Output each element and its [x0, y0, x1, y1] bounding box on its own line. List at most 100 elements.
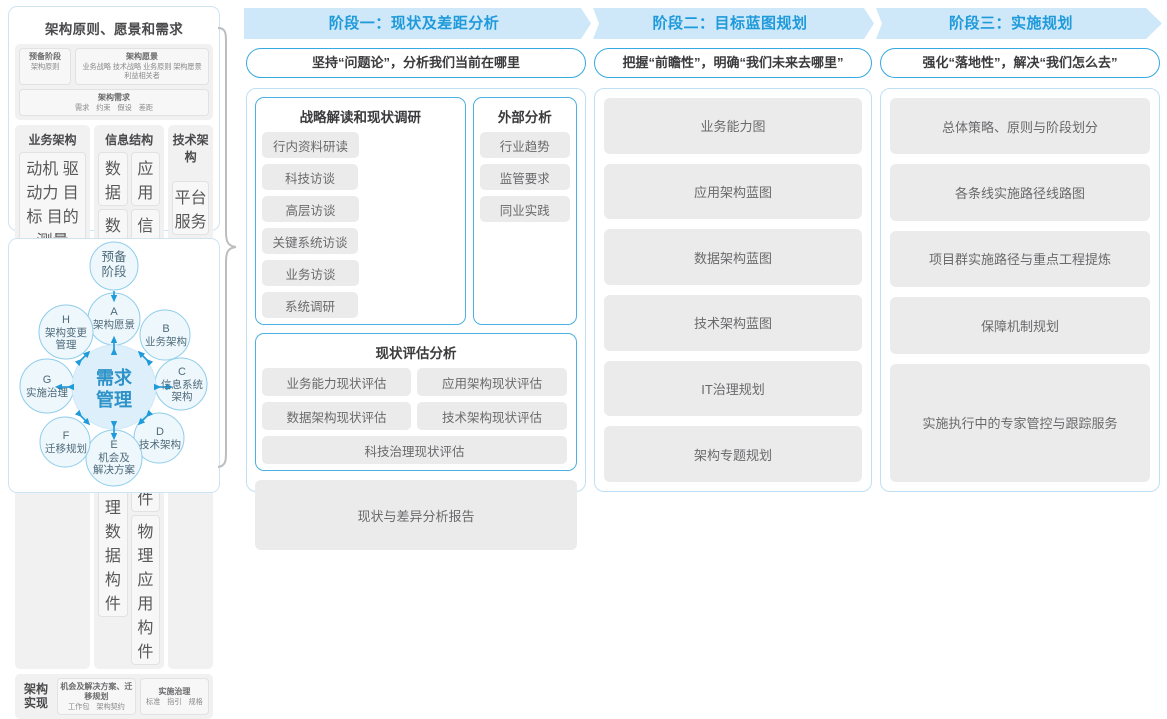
phase-1-body: 战略解读和现状调研 行内资料研读 科技访谈 高层访谈 关键系统访谈 业务访谈 系… [246, 88, 586, 550]
cell-sub: 工作包 架构契约 [68, 702, 125, 712]
adm-label-h2: 管理 [56, 338, 77, 351]
cell-title: 实施治理 [158, 687, 191, 697]
adm-label-f: 迁移规划 [45, 442, 87, 455]
adm-label-prelim-a: 预备 [101, 250, 127, 264]
chip-item[interactable]: 关键系统访谈 [262, 228, 358, 254]
cell-title: 动机 [26, 161, 59, 179]
chip-item[interactable]: 业务访谈 [262, 260, 359, 286]
togaf-vision-box: 架构愿景 业务战略 技术战略 业务原则 架构愿景 利益相关者 [75, 48, 209, 85]
adm-center-label-1: 需求 [96, 367, 133, 388]
current-assessment-card: 现状评估分析 业务能力现状评估 应用架构现状评估 数据架构现状评估 技术架构现状… [255, 333, 577, 471]
togaf-prelim-box: 预备阶段 架构原则 [19, 48, 71, 85]
adm-node-g [19, 358, 75, 414]
phase-1-subhead: 坚持“问题论”，分析我们当前在哪里 [246, 48, 586, 78]
togaf-vision-title: 架构愿景 [126, 52, 158, 61]
adm-arrow-b-center [137, 350, 154, 367]
cell-sub: 物理应用构件 [137, 524, 154, 662]
cell-sub: 平台服务 [174, 190, 207, 232]
adm-cycle-diagram: 预备 阶段 A 架构愿景 B 业务架构 C 信息系统 架构 D 技术架构 E 机… [19, 241, 208, 487]
togaf-prelim-title: 预备阶段 [29, 52, 61, 61]
implementation-item[interactable]: 项目群实施路径与重点工程提炼 [890, 230, 1150, 288]
adm-key-c: C [178, 366, 186, 378]
implementation-item[interactable]: 各条线实施路径线路图 [890, 164, 1150, 221]
togaf-title: 架构原则、愿景和需求 [45, 22, 183, 37]
togaf-info-cell: 数据 [98, 152, 128, 207]
chip-item[interactable]: 数据架构现状评估 [262, 402, 411, 430]
adm-label-g: 实施治理 [26, 386, 68, 399]
adm-key-a: A [110, 306, 118, 318]
togaf-requirements-box: 架构需求 需求 约束 假设 差距 [19, 88, 209, 117]
strategy-research-title: 战略解读和现状调研 [299, 110, 422, 125]
phase-2-banner-title: 阶段二：目标蓝图规划 [652, 15, 808, 32]
chip-item[interactable]: 监管要求 [479, 164, 570, 190]
adm-arrow-d-center [137, 409, 154, 426]
blueprint-item[interactable]: 业务能力图 [604, 98, 862, 154]
cell-title: 机会及解决方案、迁移规划 [60, 682, 133, 702]
chip-item[interactable]: 行业趋势 [479, 132, 570, 158]
chip-item[interactable]: 系统调研 [262, 292, 358, 318]
togaf-business-cell: 动机 驱动力 目标 目的 测量 [19, 152, 87, 255]
cell-sub: 标准 指引 规格 [146, 697, 203, 707]
implementation-item[interactable]: 实施执行中的专家管控与跟踪服务 [890, 363, 1150, 482]
chip-item[interactable]: 业务能力现状评估 [262, 368, 411, 396]
cell-sub: 物理数据构件 [104, 476, 121, 614]
blueprint-item[interactable]: 架构专题规划 [604, 426, 862, 483]
togaf-governance-box: 实施治理 标准 指引 规格 [139, 678, 209, 716]
adm-key-b: B [162, 323, 169, 335]
togaf-top-block: 预备阶段 架构原则 架构愿景 业务战略 技术战略 业务原则 架构愿景 利益相关者… [15, 44, 213, 121]
cell-title: 应用 [137, 161, 154, 203]
togaf-information-head: 信息结构 [105, 133, 154, 148]
togaf-implementation-block: 架构实现 机会及解决方案、迁移规划 工作包 架构契约 实施治理 标准 指引 规格 [15, 674, 213, 719]
external-analysis-items: 行业趋势 监管要求 同业实践 [479, 132, 570, 222]
togaf-business-head: 业务架构 [28, 133, 77, 148]
chip-item[interactable]: 行内资料研读 [262, 132, 359, 158]
phase-2-subhead: 把握“前瞻性”，明确“我们未来去哪里” [594, 48, 872, 78]
adm-key-d: D [156, 426, 164, 438]
phase-2-items: 业务能力图 应用架构蓝图 数据架构蓝图 技术架构蓝图 IT治理规划 架构专题规划 [604, 98, 862, 483]
phase-1-assessment-row: 现状评估分析 业务能力现状评估 应用架构现状评估 数据架构现状评估 技术架构现状… [247, 325, 585, 471]
adm-node-prelim [89, 241, 139, 291]
phase-3-banner-title: 阶段三：实施规划 [948, 15, 1073, 32]
togaf-implementation-box: 机会及解决方案、迁移规划 工作包 架构契约 [57, 678, 136, 716]
chip-item-full[interactable]: 科技治理现状评估 [262, 436, 567, 464]
togaf-technology-head: 技术架构 [172, 133, 209, 165]
adm-key-g: G [43, 374, 52, 386]
adm-center-label-2: 管理 [96, 389, 132, 410]
phase-3-body: 总体策略、原则与阶段划分 各条线实施路径线路图 项目群实施路径与重点工程提炼 保… [880, 88, 1160, 492]
chip-item[interactable]: 技术架构现状评估 [417, 402, 567, 430]
blueprint-item[interactable]: 技术架构蓝图 [604, 295, 862, 351]
current-assessment-items: 业务能力现状评估 应用架构现状评估 数据架构现状评估 技术架构现状评估 科技治理… [262, 368, 570, 464]
adm-label-e1: 机会及 [98, 451, 130, 464]
adm-key-f: F [63, 430, 70, 442]
strategy-research-card: 战略解读和现状调研 行内资料研读 科技访谈 高层访谈 关键系统访谈 业务访谈 系… [255, 97, 466, 325]
togaf-requirements-sub: 需求 约束 假设 差距 [75, 102, 153, 112]
phase-1-top-row: 战略解读和现状调研 行内资料研读 科技访谈 高层访谈 关键系统访谈 业务访谈 系… [247, 89, 585, 325]
adm-node-b [139, 309, 191, 361]
phase-3-items: 总体策略、原则与阶段划分 各条线实施路径线路图 项目群实施路径与重点工程提炼 保… [890, 98, 1150, 482]
blueprint-item[interactable]: 数据架构蓝图 [604, 229, 862, 286]
togaf-implementation-label: 架构实现 [23, 681, 48, 710]
blueprint-item[interactable]: IT治理规划 [604, 360, 862, 417]
chip-item[interactable]: 应用架构现状评估 [417, 368, 567, 396]
togaf-requirements-title: 架构需求 [98, 92, 130, 102]
togaf-tech-cell: 平台服务 [172, 181, 210, 236]
external-analysis-title: 外部分析 [497, 110, 552, 125]
phase-3-subhead: 强化“落地性”，解决“我们怎么去” [880, 48, 1160, 78]
phase-1-report-row: 现状与差异分析报告 [247, 471, 585, 558]
phase-1-banner-title: 阶段一：现状及差距分析 [328, 15, 500, 32]
external-analysis-card: 外部分析 行业趋势 监管要求 同业实践 [472, 97, 577, 325]
phase-banner: 阶段一：现状及差距分析 阶段二：目标蓝图规划 阶段三：实施规划 [244, 8, 1162, 39]
blueprint-item[interactable]: 应用架构蓝图 [604, 163, 862, 220]
banner-background [244, 8, 1162, 39]
implementation-item[interactable]: 总体策略、原则与阶段划分 [890, 98, 1150, 155]
cell-sub: 驱动力 目标 目的 测量 [26, 161, 79, 250]
chip-item[interactable]: 同业实践 [479, 196, 570, 222]
implementation-item[interactable]: 保障机制规划 [890, 297, 1150, 354]
infographic-root: 架构原则、愿景和需求 预备阶段 架构原则 架构愿景 业务战略 技术战略 业务原则… [8, 6, 1167, 719]
gap-analysis-report-chip[interactable]: 现状与差异分析报告 [255, 480, 577, 550]
adm-arrow-f-center [74, 409, 91, 426]
chip-item[interactable]: 高层访谈 [262, 196, 359, 222]
adm-node-h [38, 304, 94, 360]
chip-item[interactable]: 科技访谈 [262, 164, 358, 190]
left-panel: 架构原则、愿景和需求 预备阶段 架构原则 架构愿景 业务战略 技术战略 业务原则… [8, 6, 220, 719]
